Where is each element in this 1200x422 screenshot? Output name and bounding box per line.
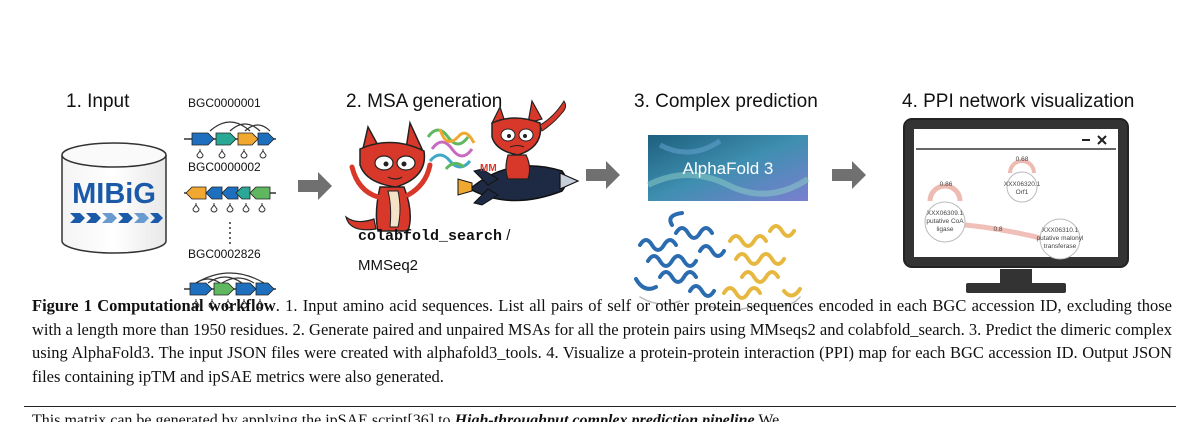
fox-mascot-left-icon: [344, 120, 433, 232]
body-text-before: This matrix can be generated by applying…: [32, 412, 451, 422]
ppi-node-1-id: XXX06320.1: [1004, 181, 1041, 188]
ppi-node-3-desc-1: putative malonyl: [1037, 235, 1085, 242]
caption-text: . 1. Input amino acid sequences. List al…: [32, 296, 1172, 386]
ppi-node-1-desc: Orf1: [1016, 189, 1029, 196]
msa-tool-separator: /: [502, 227, 511, 244]
msa-tool-label: colabfold_search /: [358, 227, 511, 245]
caption-label: Figure 1 Computational workflow: [32, 296, 276, 315]
ppi-edge-label: 0.8: [993, 226, 1002, 233]
close-icon[interactable]: [1097, 135, 1107, 145]
section-divider: [24, 406, 1176, 407]
step3-title: 3. Complex prediction: [634, 91, 818, 112]
ppi-network: 0.8 0.68 XXX06320.1 Orf1 0.86 XXX06309.1…: [924, 156, 1085, 260]
bgc-label-2: BGC0000002: [188, 160, 261, 174]
ppi-node-2-desc-1: putative CoA: [926, 218, 964, 225]
mibig-database-icon: MIBiG: [61, 142, 167, 254]
minimize-icon[interactable]: [1082, 139, 1090, 141]
ppi-node-2[interactable]: [924, 201, 966, 243]
flow-arrow-3: [832, 161, 866, 189]
msa-tool-code: colabfold_search: [358, 228, 502, 245]
flow-arrow-1: [298, 172, 332, 200]
body-text-next: This matrix can be generated by applying…: [32, 410, 1172, 422]
step4-title: 4. PPI network visualization: [902, 91, 1134, 112]
step1-title: 1. Input: [66, 91, 130, 112]
window-titlebar: [916, 135, 1116, 150]
mibig-arrows-icon: [70, 213, 163, 223]
fox-on-rocket-icon: MM: [457, 99, 580, 206]
ppi-self-loop-1: [1008, 159, 1036, 174]
body-text-after: We: [758, 412, 780, 422]
flow-arrow-2: [586, 161, 620, 189]
bgc-label-3: BGC0002826: [188, 247, 261, 261]
figure-caption: Figure 1 Computational workflow. 1. Inpu…: [32, 294, 1172, 388]
ppi-node-2-desc-2: ligase: [937, 226, 954, 233]
ppi-node-1[interactable]: [1006, 171, 1038, 203]
ppi-score-2: 0.86: [940, 181, 953, 188]
bgc-cluster-2: [184, 186, 276, 244]
body-text-emphasis: High-throughput complex prediction pipel…: [454, 412, 755, 422]
ppi-node-3[interactable]: [1039, 218, 1081, 260]
bgc-cluster-1: [184, 121, 276, 159]
bgc-label-1: BGC0000001: [188, 96, 261, 110]
protein-ribbon-icon: [426, 128, 476, 170]
bgc-cluster-3: [184, 272, 276, 309]
msa-tool-alt: MMSeq2: [358, 257, 418, 274]
rocket-label: MM: [480, 163, 497, 174]
alphafold-banner-text: AlphaFold 3: [683, 159, 774, 178]
ppi-node-2-id: XXX06309.1: [927, 210, 964, 217]
step2-title: 2. MSA generation: [346, 91, 502, 112]
ppi-self-loop-2: [927, 183, 963, 202]
ellipsis-dots: [229, 222, 231, 244]
alphafold-banner: AlphaFold 3: [646, 135, 810, 201]
ppi-node-3-desc-2: transferase: [1044, 243, 1077, 250]
mibig-logo-text: MIBiG: [72, 178, 156, 210]
ppi-node-3-id: XXX06310.1: [1042, 227, 1079, 234]
ppi-score-1: 0.68: [1016, 156, 1029, 163]
protein-complex-structure-icon: [634, 211, 802, 311]
